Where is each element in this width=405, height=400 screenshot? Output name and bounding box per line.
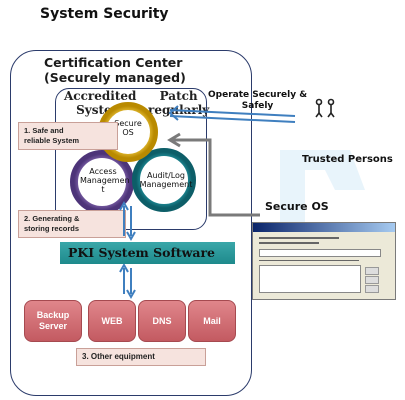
access-line2: Managemen: [80, 176, 130, 185]
secure-os-line1: Secure: [114, 119, 142, 128]
window-titlebar: [253, 223, 395, 232]
equipment-mail: Mail: [188, 300, 236, 342]
right-arrows: [167, 105, 296, 217]
accredited-line1: Accredited: [64, 89, 137, 103]
diagram-title: System Security: [40, 6, 169, 22]
patch-line1: Patch: [159, 89, 198, 103]
note-generating-storing: 2. Generating & storing records: [18, 210, 126, 238]
note-generating-line2: storing records: [24, 224, 80, 233]
backup-line1: Backup: [36, 310, 70, 320]
access-ring-label: Access Managemen t: [80, 167, 130, 194]
note-safe-line1: 1. Safe and: [24, 126, 64, 135]
dns-label: DNS: [152, 315, 172, 326]
window-button: [365, 267, 379, 275]
audit-line2: Management: [139, 180, 193, 189]
access-line3: t: [101, 185, 105, 194]
audit-ring-label: Audit/Log Management: [138, 171, 194, 189]
equipment-web: WEB: [88, 300, 136, 342]
pki-system-software-label: PKI System Software: [68, 245, 216, 260]
certification-title-line1: Certification Center: [44, 55, 183, 70]
window-text-line: [259, 237, 339, 239]
mail-label: Mail: [203, 315, 221, 326]
trusted-persons-label: Trusted Persons: [302, 154, 393, 165]
window-button: [365, 285, 379, 293]
operate-securely-label: Operate Securely & Safely: [208, 90, 307, 112]
security-rings: [70, 102, 196, 214]
audit-ring: [132, 148, 196, 212]
note-generating-line1: 2. Generating &: [24, 214, 80, 223]
web-label: WEB: [101, 315, 123, 326]
persons-icon: [315, 98, 335, 118]
note-safe-reliable: 1. Safe and reliable System: [18, 122, 118, 150]
secure-os-window-thumbnail: [252, 222, 396, 300]
window-text-line: [259, 242, 319, 244]
certification-title-line2: (Securely managed): [44, 70, 186, 85]
audit-line1: Audit/Log: [147, 171, 185, 180]
equipment-dns: DNS: [138, 300, 186, 342]
window-path-field: [259, 249, 381, 257]
operate-line2: Safely: [241, 101, 274, 111]
note-other-equipment: 3. Other equipment: [76, 348, 206, 366]
secure-os-label: Secure OS: [265, 200, 329, 213]
operate-line1: Operate Securely &: [208, 90, 308, 100]
access-line1: Access: [89, 167, 117, 176]
backup-line2: Server: [38, 321, 67, 331]
secure-os-line2: OS: [122, 128, 134, 137]
secure-os-ring-label: Secure OS: [108, 119, 148, 137]
window-button: [365, 276, 379, 284]
window-tab-row: [259, 260, 359, 261]
window-list: [259, 265, 361, 293]
pki-band: [60, 242, 235, 264]
vertical-arrows: [119, 200, 136, 300]
certification-center-title: Certification Center (Securely managed): [44, 55, 186, 85]
note-safe-line2: reliable System: [24, 136, 80, 145]
